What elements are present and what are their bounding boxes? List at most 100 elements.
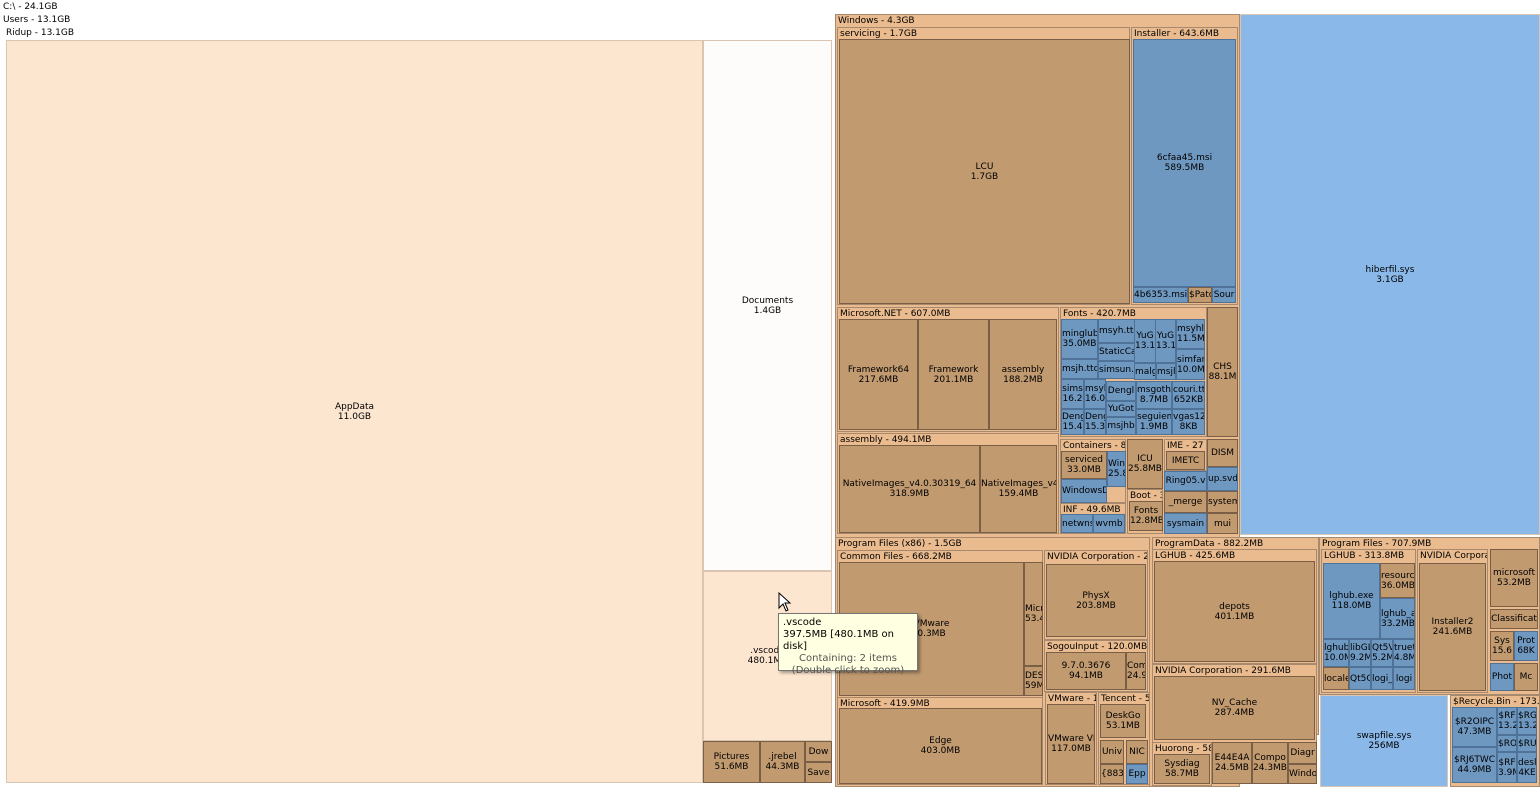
treemap-cell-up-svd[interactable]: up.svd — [1207, 467, 1238, 491]
treemap-cell-msyh-ttc[interactable]: msyh.ttc — [1098, 319, 1135, 343]
treemap-cell-microsoft[interactable]: microsoft 53.2MB — [1490, 549, 1538, 607]
treemap-cell-lcu[interactable]: LCU 1.7GB — [839, 39, 1130, 304]
treemap-cell-windowsd[interactable]: WindowsD — [1061, 479, 1107, 503]
treemap-cell-locale[interactable]: locale — [1323, 667, 1349, 690]
treemap-cell-edge[interactable]: Edge 403.0MB — [839, 708, 1042, 784]
treemap-cell-nic[interactable]: NIC — [1126, 740, 1148, 764]
treemap-cell-staticca[interactable]: StaticCa — [1098, 343, 1135, 361]
treemap-cell-883[interactable]: {883 — [1100, 764, 1124, 784]
treemap-cell-malg[interactable]: malg — [1134, 363, 1156, 380]
treemap-cell-logi-a[interactable]: logi_a — [1371, 667, 1393, 690]
treemap-cell-lghub-exe[interactable]: lghub.exe 118.0MB — [1323, 563, 1380, 639]
treemap-cell-com[interactable]: Com 24.9 — [1126, 652, 1146, 690]
treemap-cell-rg[interactable]: $RG 13.2 — [1517, 707, 1537, 735]
treemap-cell-lghub[interactable]: lghub 10.0M — [1323, 639, 1349, 667]
treemap-cell-seguiem[interactable]: seguiem 1.9MB — [1136, 409, 1172, 435]
treemap-cell-qt5c[interactable]: Qt5C — [1349, 667, 1371, 690]
treemap-cell-nativeimages-v4[interactable]: NativeImages_v4 159.4MB — [980, 445, 1057, 533]
treemap-cell-win[interactable]: Win 25.8 — [1107, 451, 1126, 487]
treemap-cell-9-7-0-3676[interactable]: 9.7.0.3676 94.1MB — [1046, 652, 1126, 690]
treemap-cell-msjl[interactable]: msjl — [1156, 363, 1176, 380]
treemap-cell-sysmain[interactable]: sysmain — [1164, 513, 1207, 534]
treemap-cell-depots[interactable]: depots 401.1MB — [1154, 561, 1315, 662]
treemap-cell-framework[interactable]: Framework 201.1MB — [918, 319, 989, 430]
treemap-cell-imetc[interactable]: IMETC — [1166, 451, 1205, 470]
treemap-cell-truet[interactable]: truet 4.8M — [1393, 639, 1415, 667]
treemap-cell-ru[interactable]: $RU — [1517, 735, 1537, 752]
treemap-cell-rf[interactable]: $RF 13.2 — [1497, 707, 1517, 735]
treemap-cell-fonts[interactable]: Fonts 12.8MB — [1129, 501, 1163, 531]
treemap-cell-vmware-vi[interactable]: VMware VI 117.0MB — [1047, 704, 1095, 784]
treemap-cell-dengl[interactable]: Dengl — [1106, 381, 1136, 401]
treemap-cell-deng[interactable]: Deng 15.4 — [1061, 409, 1084, 435]
treemap-cell-qt5v[interactable]: Qt5V 5.2M — [1371, 639, 1393, 667]
treemap-cell-deng[interactable]: Deng 15.3 — [1084, 409, 1106, 435]
treemap-cell-wvmb[interactable]: wvmb — [1093, 514, 1125, 533]
treemap-cell-swapfile-sys[interactable]: swapfile.sys 256MB — [1320, 695, 1448, 787]
treemap-cell-phot[interactable]: Phot — [1490, 663, 1514, 691]
treemap-cell-yugot[interactable]: YuGot — [1106, 401, 1136, 417]
treemap-cell-ring05-v[interactable]: Ring05.v — [1164, 471, 1207, 491]
treemap-cell-nativeimages-v4-0-30319-64[interactable]: NativeImages_v4.0.30319_64 318.9MB — [839, 445, 980, 533]
treemap-cell-physx[interactable]: PhysX 203.8MB — [1046, 564, 1146, 637]
treemap-cell-mui[interactable]: mui — [1207, 513, 1238, 534]
treemap-cell-msjh-ttc[interactable]: msjh.ttc — [1061, 359, 1098, 379]
treemap-cell-sys[interactable]: Sys 15.6 — [1490, 631, 1514, 661]
treemap-cell-hiberfil-sys[interactable]: hiberfil.sys 3.1GB — [1240, 14, 1540, 535]
treemap-cell-prot[interactable]: Prot 68K — [1514, 631, 1538, 661]
treemap-cell-windo[interactable]: Windo — [1288, 764, 1317, 784]
treemap-cell-resource[interactable]: resource 36.0MB — [1380, 563, 1415, 598]
treemap-cell-msyhl[interactable]: msyhl 11.5M — [1176, 319, 1205, 349]
treemap-cell-yug[interactable]: YuG 13.1 — [1155, 319, 1176, 363]
treemap-cell-rj6twc[interactable]: $RJ6TWC 44.9MB — [1452, 747, 1497, 783]
treemap-cell-pictures[interactable]: Pictures 51.6MB — [703, 741, 760, 783]
treemap-cell-r2oipc[interactable]: $R2OIPC 47.3MB — [1452, 707, 1497, 747]
treemap-cell-framework64[interactable]: Framework64 217.6MB — [839, 319, 918, 430]
treemap-cell-patc[interactable]: $Patc — [1188, 287, 1212, 303]
treemap-cell-assembly[interactable]: assembly 188.2MB — [989, 319, 1057, 430]
treemap-cell-merge[interactable]: _merge — [1164, 491, 1207, 513]
treemap-cell-yug[interactable]: YuG 13.1 — [1134, 319, 1156, 363]
treemap-cell-desl[interactable]: desl 4KE — [1517, 752, 1537, 783]
treemap-cell-sims[interactable]: sims 16.2 — [1061, 379, 1084, 409]
treemap-cell-micr[interactable]: Micr 53.4 — [1024, 562, 1043, 666]
treemap-cell-minglub[interactable]: minglub 35.0MB — [1061, 319, 1098, 359]
treemap-cell-ro[interactable]: $RO — [1497, 735, 1517, 752]
treemap-cell-vgas12[interactable]: vgas12 8KB — [1172, 409, 1205, 435]
treemap-cell-sysdiag[interactable]: Sysdiag 58.7MB — [1154, 754, 1210, 784]
treemap-cell-nv-cache[interactable]: NV_Cache 287.4MB — [1154, 676, 1315, 740]
treemap-cell-system[interactable]: system — [1207, 491, 1238, 513]
treemap-cell-simfar[interactable]: simfar 10.0M — [1176, 349, 1205, 380]
treemap-cell-e44e4a[interactable]: E44E4A 24.5MB — [1212, 742, 1252, 784]
treemap-cell-dism[interactable]: DISM — [1207, 439, 1238, 467]
treemap-cell-classificat[interactable]: Classificat — [1490, 609, 1538, 629]
treemap-cell-appdata[interactable]: AppData 11.0GB — [6, 40, 703, 783]
treemap-cell-6cfaa45-msi[interactable]: 6cfaa45.msi 589.5MB — [1133, 39, 1236, 287]
treemap-cell-documents[interactable]: Documents 1.4GB — [703, 40, 832, 571]
treemap-cell-chs[interactable]: CHS 88.1M — [1207, 307, 1238, 437]
treemap-cell-simsun-t[interactable]: simsun.t — [1098, 361, 1135, 379]
treemap-cell-couri-ttf[interactable]: couri.ttf 652KB — [1172, 381, 1205, 409]
treemap-cell-compo[interactable]: Compo 24.3MB — [1252, 742, 1288, 784]
treemap-cell-epp[interactable]: Epp — [1126, 764, 1148, 784]
treemap-cell-save[interactable]: Save — [805, 762, 832, 783]
treemap-cell-icu[interactable]: ICU 25.8MB — [1127, 439, 1163, 489]
treemap-cell-diagr[interactable]: Diagr — [1288, 742, 1317, 764]
treemap-cell-rf[interactable]: $RF 3.9M — [1497, 752, 1517, 783]
treemap-cell-deskgo[interactable]: DeskGo 53.1MB — [1100, 704, 1146, 738]
treemap-cell-logi[interactable]: logi — [1393, 667, 1415, 690]
treemap-cell-lghub-a[interactable]: lghub_a 33.2MB — [1380, 598, 1415, 639]
treemap-cell-mc[interactable]: Mc — [1514, 663, 1538, 691]
treemap-cell-netwns[interactable]: netwns — [1061, 514, 1093, 533]
treemap-cell-libgl[interactable]: libGL 9.2M — [1349, 639, 1371, 667]
treemap-cell-msjhb[interactable]: msjhb — [1106, 417, 1136, 435]
treemap-cell-4b6353-msi[interactable]: 4b6353.msi — [1133, 287, 1188, 303]
treemap-cell-msyl[interactable]: msyl 16.0 — [1084, 379, 1106, 409]
treemap-cell-dow[interactable]: Dow — [805, 741, 832, 762]
treemap-cell-msgothi[interactable]: msgothi 8.7MB — [1136, 381, 1172, 409]
treemap-cell-serviced[interactable]: serviced 33.0MB — [1061, 451, 1107, 479]
treemap-cell-installer2[interactable]: Installer2 241.6MB — [1419, 563, 1486, 691]
treemap-cell-des[interactable]: DES 59M — [1024, 666, 1043, 696]
treemap-cell-univ[interactable]: Univ — [1100, 740, 1124, 764]
